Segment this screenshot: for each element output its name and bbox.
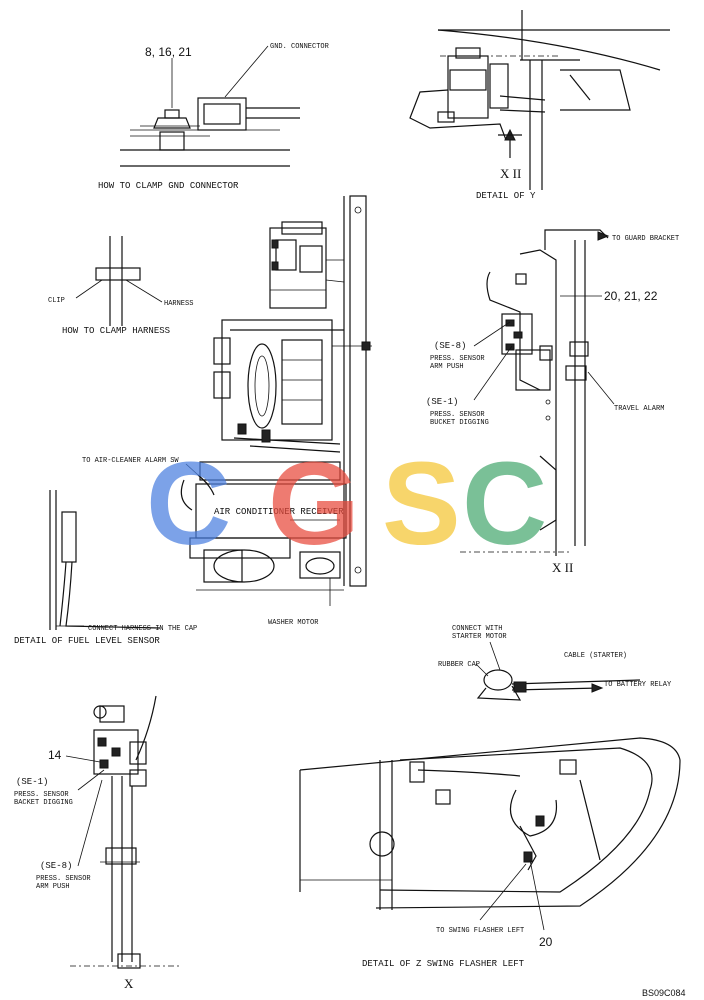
swing-flasher-drawing xyxy=(299,737,681,931)
watermark-logo: C G S C xyxy=(146,438,547,570)
refs-20-21-22: 20, 21, 22 xyxy=(604,289,658,303)
x-caption: X xyxy=(124,976,134,991)
se1-desc-a: PRESS. SENSOR xyxy=(430,411,485,419)
clamp-harness-detail xyxy=(75,236,163,326)
x-se8-desc-a: PRESS. SENSOR xyxy=(36,875,91,883)
connect-with-b: STARTER MOTOR xyxy=(452,633,507,641)
se8-desc-a: PRESS. SENSOR xyxy=(430,355,485,363)
gnd-connector-label: GND. CONNECTOR xyxy=(270,43,330,51)
se8-leader xyxy=(473,321,511,347)
se1-leader xyxy=(473,345,513,401)
swing-flasher-caption: DETAIL OF Z SWING FLASHER LEFT xyxy=(362,959,525,969)
fuel-sensor-drawing xyxy=(49,490,161,630)
cable-starter-label: CABLE (STARTER) xyxy=(564,652,627,660)
air-conditioner-receiver-label: AIR CONDITIONER RECEIVER xyxy=(214,507,344,517)
x-se8-label: (SE-8) xyxy=(40,861,72,871)
how-clamp-harness-title: HOW TO CLAMP HARNESS xyxy=(62,326,170,336)
se8-label: (SE-8) xyxy=(434,341,466,351)
harness-label: HARNESS xyxy=(164,300,193,308)
x-se1-desc-b: BACKET DIGGING xyxy=(14,799,73,807)
xii-drawing xyxy=(460,229,615,556)
ref-14: 14 xyxy=(48,748,62,762)
watermark-letter-c1: C xyxy=(146,438,231,570)
starter-cable-drawing xyxy=(475,641,641,701)
watermark-letter-c2: C xyxy=(462,438,547,570)
clip-label: CLIP xyxy=(48,297,65,305)
x-view-drawing xyxy=(65,695,180,969)
se8-desc-b: ARM PUSH xyxy=(430,363,464,371)
ref-20: 20 xyxy=(539,935,553,949)
how-clamp-gnd-title: HOW TO CLAMP GND CONNECTOR xyxy=(98,181,239,191)
fuel-sensor-caption: DETAIL OF FUEL LEVEL SENSOR xyxy=(14,636,160,646)
watermark-letter-s: S xyxy=(382,438,461,570)
x-se1-label: (SE-1) xyxy=(16,777,48,787)
connect-with-a: CONNECT WITH xyxy=(452,625,502,633)
to-air-cleaner-label: TO AIR-CLEANER ALARM SW xyxy=(82,457,179,465)
connect-harness-label: CONNECT HARNESS IN THE CAP xyxy=(88,625,197,633)
gnd-connector-detail xyxy=(120,45,300,167)
se1-label: (SE-1) xyxy=(426,397,458,407)
washer-motor-label: WASHER MOTOR xyxy=(268,619,319,627)
gnd-bolt-refs: 8, 16, 21 xyxy=(145,45,192,59)
x-se8-desc-b: ARM PUSH xyxy=(36,883,70,891)
to-battery-relay-label: TO BATTERY RELAY xyxy=(604,681,672,689)
xii-caption: X II xyxy=(552,560,573,575)
rubber-cap-label: RUBBER CAP xyxy=(438,661,480,669)
detail-y-arrow-label: X II xyxy=(500,166,521,181)
x-se1-desc-a: PRESS. SENSOR xyxy=(14,791,69,799)
main-assembly-drawing xyxy=(180,195,372,606)
drawing-code: BS09C084 xyxy=(642,988,686,998)
se1-desc-b: BUCKET DIGGING xyxy=(430,419,489,427)
to-guard-bracket-label: TO GUARD BRACKET xyxy=(612,235,679,243)
detail-y-drawing xyxy=(409,10,670,190)
detail-y-caption: DETAIL OF Y xyxy=(476,191,536,201)
to-swing-flasher-label: TO SWING FLASHER LEFT xyxy=(436,927,524,935)
watermark-letter-g: G xyxy=(268,438,360,570)
travel-alarm-label: TRAVEL ALARM xyxy=(614,405,664,413)
air-cleaner-leader xyxy=(185,463,209,485)
